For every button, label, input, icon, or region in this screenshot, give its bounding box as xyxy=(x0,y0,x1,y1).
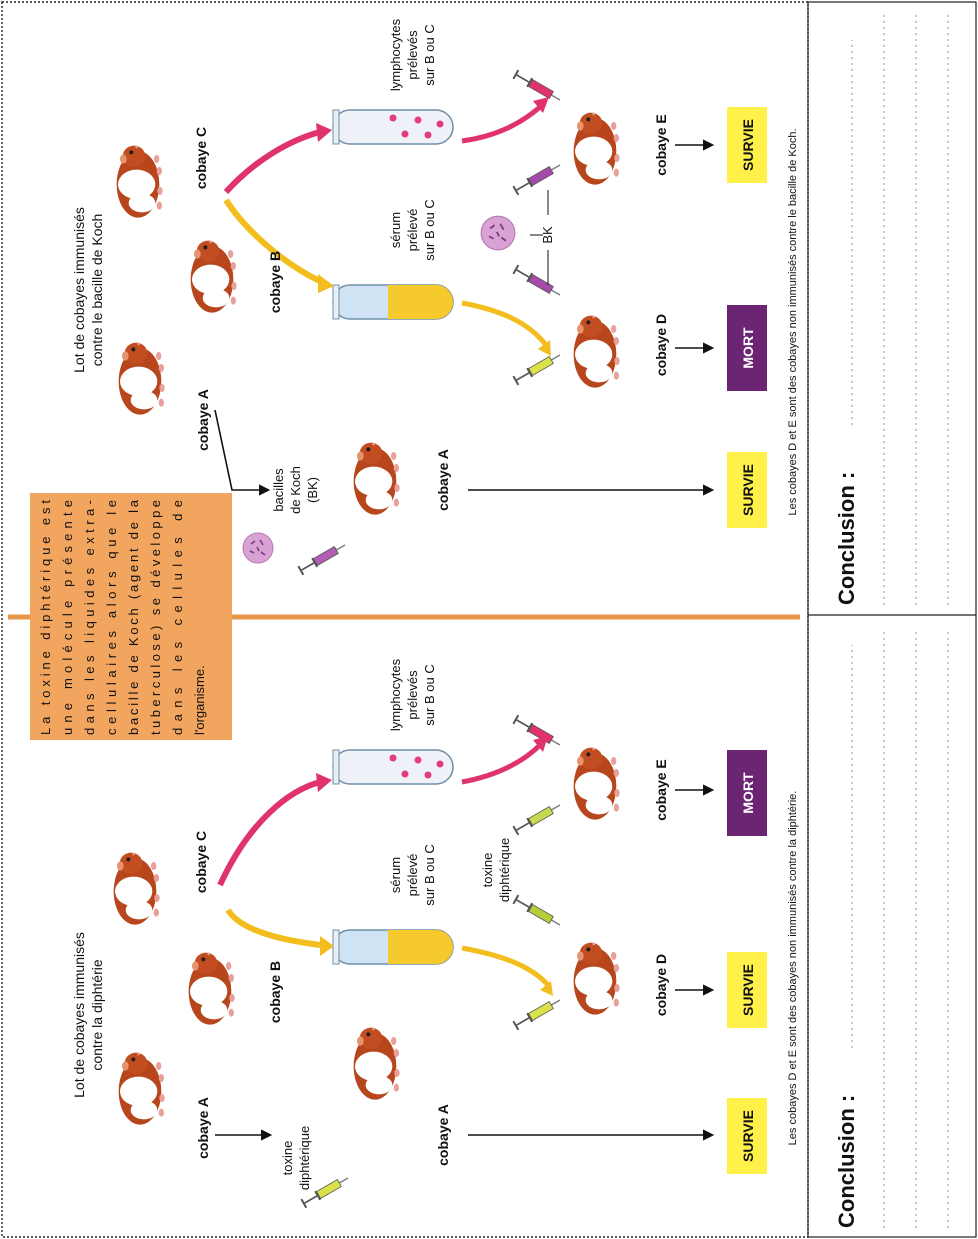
syringe-e-bk-koch xyxy=(511,159,564,197)
guinea-pig-a-immunized xyxy=(118,1052,165,1125)
lot-label-line2-koch: contre le bacille de Koch xyxy=(89,214,105,367)
result-d-badge-koch xyxy=(727,305,767,391)
footnote-koch: Les cobayes D et E sont des cobayes non … xyxy=(787,128,799,515)
cobaye-e-label-koch: cobaye E xyxy=(653,114,669,175)
result-e-label: MORT xyxy=(740,772,756,814)
arrow-serum-to-d-koch xyxy=(461,300,548,347)
arrow-lympho-to-e-koch xyxy=(461,105,542,144)
footnote-diphtheria: Les cobayes D et E sont des cobayes non … xyxy=(787,791,799,1146)
lympho-line1-koch: lymphocytes xyxy=(388,18,403,91)
guinea-pig-d-koch xyxy=(573,315,620,388)
guinea-pig-c-immunized xyxy=(113,852,160,925)
result-a-label: SURVIE xyxy=(740,1110,756,1162)
syringe-d-serum-koch xyxy=(511,349,564,387)
guinea-pig-a-injected xyxy=(353,1027,400,1100)
serum-line3: sur B ou C xyxy=(422,844,437,905)
cobaye-d-label: cobaye D xyxy=(653,954,669,1016)
lympho-line2-koch: prélevés xyxy=(405,30,420,80)
conclusion-top[interactable]: Conclusion : xyxy=(834,12,949,605)
conclusion-bottom-label: Conclusion : xyxy=(834,1095,859,1228)
toxin-line1: toxine xyxy=(480,853,495,888)
injection-a-line2: diphtérique xyxy=(297,1126,312,1190)
serum-line1-koch: sérum xyxy=(388,212,403,248)
guinea-pig-b-immunized-koch xyxy=(190,240,237,313)
cobaye-d-label-koch: cobaye D xyxy=(653,314,669,376)
result-e-label-koch: SURVIE xyxy=(740,119,756,171)
lympho-line3-koch: sur B ou C xyxy=(422,24,437,85)
bacillus-icon-bk xyxy=(480,215,516,251)
guinea-pig-a-immunized-koch xyxy=(118,342,165,415)
syringe-d-serum xyxy=(511,994,564,1032)
result-d-badge xyxy=(727,952,767,1028)
tube-serum xyxy=(332,929,454,965)
result-d-label: SURVIE xyxy=(740,964,756,1016)
lot-label-line1-koch: Lot de cobayes immunisés xyxy=(71,207,87,373)
guinea-pig-b-immunized xyxy=(188,952,235,1025)
guinea-pig-c-immunized-koch xyxy=(116,145,163,218)
conclusion-column-frame xyxy=(807,1,977,1238)
arrow-to-lymphocytes xyxy=(217,779,321,887)
result-a-label-koch: SURVIE xyxy=(740,464,756,516)
result-e-badge xyxy=(727,750,767,836)
serum-line3-koch: sur B ou C xyxy=(422,199,437,260)
bk-label-line3: (BK) xyxy=(305,477,320,503)
cobaye-c-label: cobaye C xyxy=(193,831,209,893)
tube-lymphocytes-koch xyxy=(332,109,454,145)
cobaye-a-label: cobaye A xyxy=(195,1097,211,1159)
guinea-pig-a-injected-koch xyxy=(353,442,400,515)
bk-label-line1: bacilles xyxy=(271,468,286,512)
syringe-e-toxin xyxy=(511,799,564,837)
result-d-label-koch: MORT xyxy=(740,327,756,369)
panel-diphtheria: SURVIE SURVIE MORT Lot de cobayes immuni… xyxy=(71,658,799,1210)
syringe-d-toxin xyxy=(511,893,564,931)
result-a-badge xyxy=(727,1098,767,1174)
arrow-to-serum-koch xyxy=(223,198,324,285)
guinea-pig-d xyxy=(573,942,620,1015)
arrow-serum-to-d xyxy=(461,945,550,987)
lympho-line3: sur B ou C xyxy=(422,664,437,725)
tube-serum-koch xyxy=(332,284,454,320)
arrow-a-to-injection-koch xyxy=(214,409,271,496)
info-line-4: cellulaires alors que le xyxy=(104,500,119,735)
syringe-d-bk-koch xyxy=(511,263,564,301)
arrow-to-lymphocytes-koch xyxy=(223,129,321,195)
cobaye-a-label-koch: cobaye A xyxy=(195,389,211,451)
cobaye-a2-label: cobaye A xyxy=(435,1104,451,1166)
info-box: La toxine diphtérique est une molécule p… xyxy=(30,493,232,740)
panel-koch: SURVIE MORT SURVIE Lot de cobayes immuni… xyxy=(71,18,799,577)
conclusion-top-label: Conclusion : xyxy=(834,472,859,605)
syringe-a-koch xyxy=(296,539,349,577)
lympho-line1: lymphocytes xyxy=(388,658,403,731)
lympho-line2: prélevés xyxy=(405,670,420,720)
cobaye-e-label: cobaye E xyxy=(653,759,669,820)
cobaye-c-label-koch: cobaye C xyxy=(193,127,209,189)
toxin-line2: diphtérique xyxy=(497,838,512,902)
result-e-badge-koch xyxy=(727,107,767,183)
bk-label-line2: de Koch xyxy=(288,466,303,514)
bacillus-icon-a xyxy=(242,532,274,564)
conclusion-bottom[interactable]: Conclusion : xyxy=(834,628,949,1228)
cobaye-b-label: cobaye B xyxy=(267,961,283,1023)
injection-a-line1: toxine xyxy=(280,1141,295,1176)
lot-label-line1: Lot de cobayes immunisés xyxy=(71,932,87,1098)
guinea-pig-e-koch xyxy=(573,112,620,185)
tube-lymphocytes xyxy=(332,749,454,785)
diagram-frame xyxy=(1,1,809,1238)
serum-line2-koch: prélevé xyxy=(405,209,420,252)
guinea-pig-e xyxy=(573,747,620,820)
cobaye-a2-label-koch: cobaye A xyxy=(435,449,451,511)
syringe-e-lymphocytes-koch xyxy=(511,68,564,106)
arrow-to-serum xyxy=(225,908,321,948)
bk-short-label: BK xyxy=(540,226,555,244)
serum-line2: prélevé xyxy=(405,854,420,897)
lot-label-line2: contre la diphtérie xyxy=(89,959,105,1071)
serum-line1: sérum xyxy=(388,857,403,893)
info-line-8: l'organisme. xyxy=(192,665,207,735)
result-a-badge-koch xyxy=(727,452,767,528)
cobaye-b-label-koch: cobaye B xyxy=(267,251,283,313)
arrow-lympho-to-e xyxy=(461,743,542,785)
